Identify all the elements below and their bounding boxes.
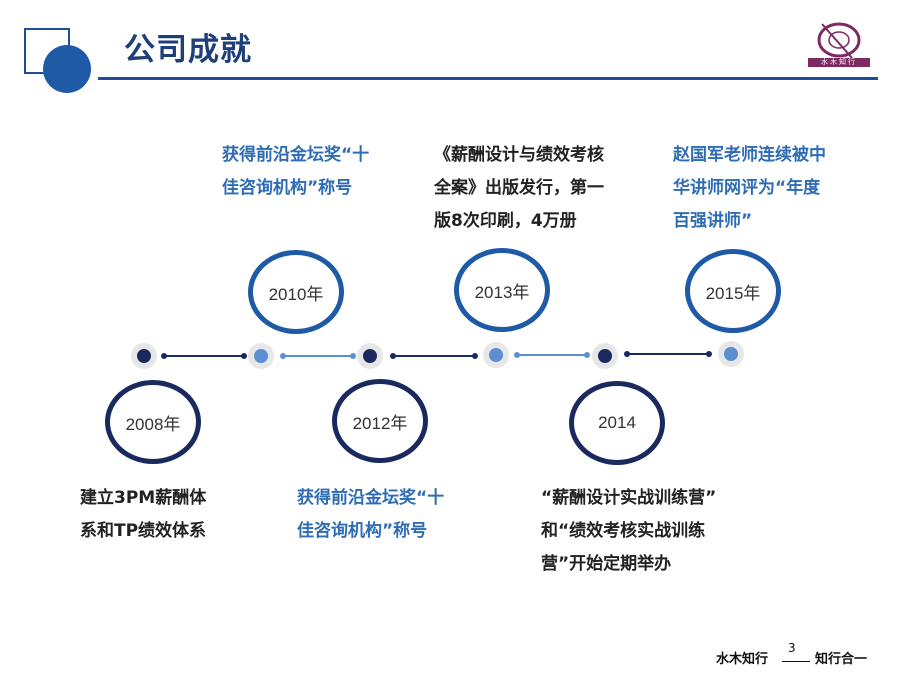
- footer-brand: 水木知行: [716, 652, 769, 667]
- company-logo-icon: [817, 22, 861, 59]
- page-number-underline: [782, 661, 810, 662]
- timeline-node-2014: [592, 343, 618, 369]
- desc-line: “薪酬设计实战训练营”: [541, 488, 717, 508]
- year-circle-2010: 2010年: [248, 250, 344, 334]
- timeline-segment: [514, 352, 590, 358]
- year-circle-2014: 2014: [569, 381, 665, 465]
- timeline-node-2010: [248, 343, 274, 369]
- timeline-segment: [280, 353, 356, 359]
- timeline-node-2008: [131, 343, 157, 369]
- desc-line: 营”开始定期举办: [541, 554, 672, 574]
- timeline-node-2013: [483, 342, 509, 368]
- desc-line: 佳咨询机构”称号: [297, 521, 428, 541]
- desc-line: 全案》出版发行，第一: [434, 178, 604, 198]
- achievement-2014: “薪酬设计实战训练营” 和“绩效考核实战训练 营”开始定期举办: [541, 482, 716, 581]
- desc-line: 华讲师网评为“年度: [673, 178, 821, 198]
- achievement-2008: 建立3PM薪酬体 系和TP绩效体系: [80, 482, 206, 548]
- timeline-segment: [161, 353, 247, 359]
- page-number: 3: [788, 641, 796, 655]
- year-circle-2015: 2015年: [685, 249, 781, 333]
- logo-text: 水木知行: [808, 58, 870, 67]
- desc-line: 赵国军老师连续被中: [673, 145, 826, 165]
- desc-line: 建立3PM薪酬体: [80, 488, 207, 508]
- desc-line: 获得前沿金坛奖“十: [222, 145, 370, 165]
- timeline-node-2012: [357, 343, 383, 369]
- page-title: 公司成就: [124, 32, 252, 68]
- header-circle-decoration: [43, 45, 91, 93]
- achievement-2012: 获得前沿金坛奖“十 佳咨询机构”称号: [297, 482, 444, 548]
- desc-line: 系和TP绩效体系: [80, 521, 207, 541]
- footer-slogan: 知行合一: [815, 652, 868, 667]
- achievement-2013: 《薪酬设计与绩效考核 全案》出版发行，第一 版8次印刷，4万册: [434, 139, 604, 238]
- year-circle-2008: 2008年: [105, 380, 201, 464]
- desc-line: 和“绩效考核实战训练: [541, 521, 706, 541]
- timeline-node-2015: [718, 341, 744, 367]
- achievement-2010: 获得前沿金坛奖“十 佳咨询机构”称号: [222, 139, 369, 205]
- achievement-2015: 赵国军老师连续被中 华讲师网评为“年度 百强讲师”: [673, 139, 826, 238]
- timeline-segment: [390, 353, 478, 359]
- desc-line: 版8次印刷，4万册: [434, 211, 577, 231]
- header-underline: [98, 77, 878, 80]
- desc-line: 佳咨询机构”称号: [222, 178, 353, 198]
- desc-line: 获得前沿金坛奖“十: [297, 488, 445, 508]
- desc-line: 百强讲师”: [673, 211, 753, 231]
- timeline-segment: [624, 351, 712, 357]
- desc-line: 《薪酬设计与绩效考核: [434, 145, 604, 165]
- year-circle-2013: 2013年: [454, 248, 550, 332]
- year-circle-2012: 2012年: [332, 379, 428, 463]
